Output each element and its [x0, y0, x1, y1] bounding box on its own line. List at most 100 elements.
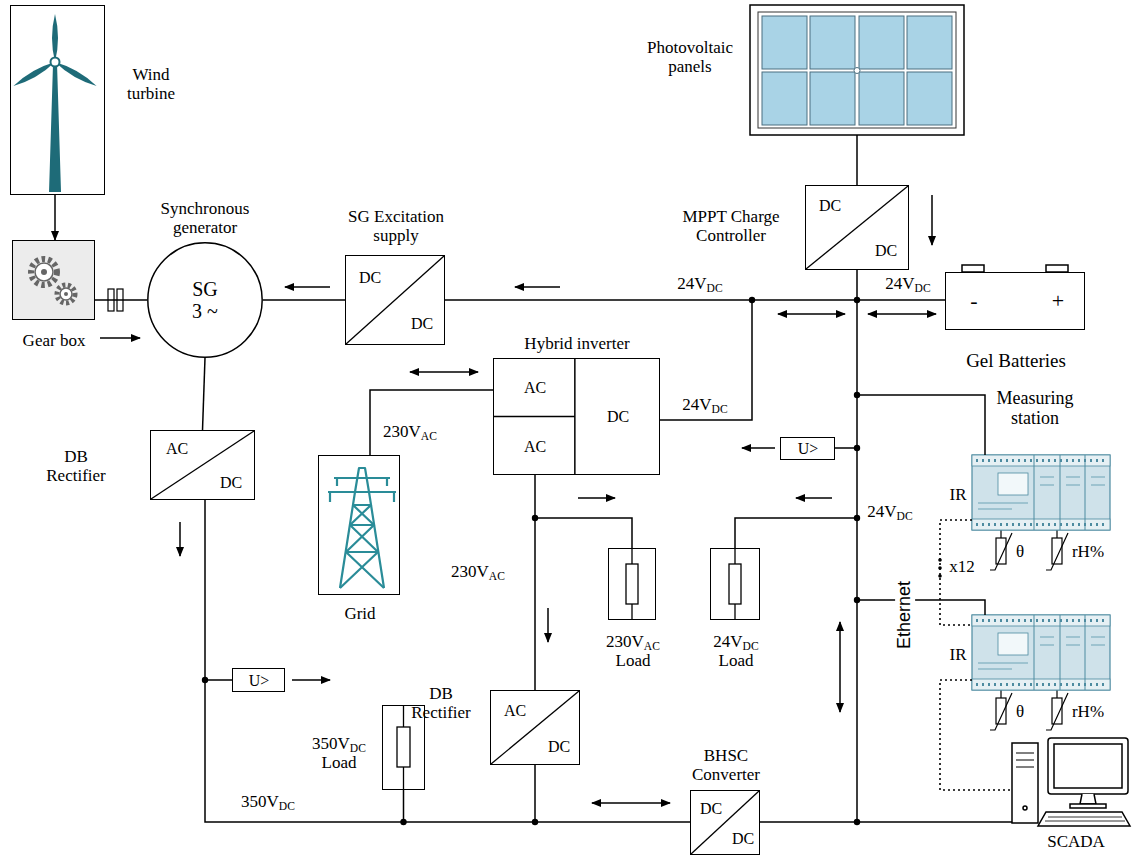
node-text: IR [950, 485, 967, 504]
text-part: 230V [383, 422, 421, 441]
gear-box-icon [35, 263, 53, 281]
junction-dot [854, 597, 860, 603]
generator-outline [148, 243, 262, 357]
node-label: Grid [344, 604, 375, 623]
pv-panel-icon [762, 72, 807, 125]
pv-panel-icon [750, 5, 964, 135]
voltage-label: 24VDC [675, 275, 724, 294]
load-box: 350VDC Load [382, 705, 425, 790]
rectifier-box: DB RectifierACDC [490, 690, 580, 765]
node-label: SG Excitation supply [334, 207, 458, 245]
computer-icon [1070, 804, 1106, 808]
generator-circle: Synchronous generatorSG 3 ~ [147, 242, 263, 358]
voltage-label: rH% [1070, 703, 1106, 722]
sensor-symbol [996, 698, 1006, 724]
node-label: Wind turbine [115, 65, 187, 103]
connector [370, 390, 493, 455]
gear-box-icon [31, 259, 57, 285]
wire [205, 270, 1012, 822]
sensor-symbol [1056, 530, 1057, 538]
voltage-label: 24VDC [883, 275, 932, 294]
gear-box-icon [12, 240, 95, 320]
battery-terminals [962, 265, 1068, 272]
inverter-divider [494, 416, 575, 418]
computer-icon [1080, 794, 1096, 804]
junction-dot [854, 297, 860, 303]
flow-arrow [285, 286, 330, 288]
subscript: DC [712, 403, 728, 416]
text-part: 24V [713, 632, 742, 651]
junction-dot [854, 515, 860, 521]
computer-icon [1054, 744, 1122, 788]
node-label: DB Rectifier [405, 684, 477, 722]
node-label: BHSC Converter [674, 746, 778, 784]
voltage-label: 24VDC [680, 396, 729, 415]
converter-diagonal [491, 691, 579, 764]
text-part: 230V [606, 632, 644, 651]
junction-dot [400, 819, 406, 825]
node-label: Gear box [23, 331, 86, 350]
node-text: DC [732, 830, 754, 848]
connector [54, 195, 56, 240]
measuring-module [972, 455, 1110, 690]
flow-arrow [100, 337, 140, 339]
voltage-relay: U> [232, 668, 285, 692]
node-text: DC [548, 738, 570, 756]
node-text: DC [607, 408, 629, 426]
junction-dot [854, 392, 860, 398]
node-label: Photovoltaic panels [634, 38, 746, 76]
junction-dot [854, 819, 860, 825]
node-text: + [1052, 289, 1064, 314]
voltage-label: 230VAC [449, 563, 507, 582]
converter-diagonal [346, 256, 444, 344]
wind-turbine-icon [12, 14, 98, 89]
flow-arrow [778, 313, 845, 315]
voltage-label: θ [1014, 543, 1026, 562]
node-text: AC [504, 702, 526, 720]
gear-box-icon [60, 288, 72, 300]
pv-panel-icon [859, 16, 904, 69]
converter-box: MPPT Charge ControllerDCDC [805, 185, 909, 270]
measuring-module: Measuring stationIR [972, 455, 1110, 530]
connector [856, 135, 858, 185]
node-label: Hybrid inverter [524, 334, 629, 353]
wind-turbine-icon [51, 58, 60, 67]
text-part: 350V [312, 734, 350, 753]
grid-tower-icon [328, 468, 396, 588]
computer-icon [1038, 812, 1130, 826]
sensor-symbol [990, 533, 1012, 570]
pv-panel-icon [762, 16, 952, 125]
flow-arrow [742, 447, 775, 449]
junction-dot [202, 297, 860, 825]
sensor-symbol [996, 538, 1006, 564]
sensor-symbol [1046, 530, 1068, 570]
wind-turbine-icon [12, 14, 98, 192]
ethernet-link [940, 680, 1012, 790]
subscript: DC [915, 282, 931, 295]
node-text: DC [220, 474, 242, 492]
grid-tower-icon [328, 478, 396, 502]
computer-icon [1016, 753, 1034, 767]
flow-arrow [292, 679, 330, 681]
grid-tower-icon [340, 468, 384, 588]
flow-arrow [931, 195, 933, 245]
sensor-symbol [1000, 530, 1001, 538]
node-label: U> [798, 440, 819, 458]
text-part: 350V [241, 792, 279, 811]
voltage-label: x12 [947, 558, 977, 577]
flow-arrow [100, 195, 936, 803]
junction-dot [532, 515, 538, 521]
node-text: AC [524, 438, 546, 456]
battery-terminals [962, 265, 984, 272]
flow-arrow [410, 371, 478, 373]
flow-arrow [592, 802, 670, 804]
resistor-symbol [397, 548, 741, 790]
resistor-symbol [404, 548, 736, 790]
converter-box: BHSC ConverterDCDC [690, 790, 760, 855]
converter-diagonal [806, 186, 908, 269]
rectifier-box: DB RectifierACDC [150, 430, 255, 500]
load-box: 24VDC Load [710, 548, 760, 620]
node-label: U> [249, 672, 270, 690]
